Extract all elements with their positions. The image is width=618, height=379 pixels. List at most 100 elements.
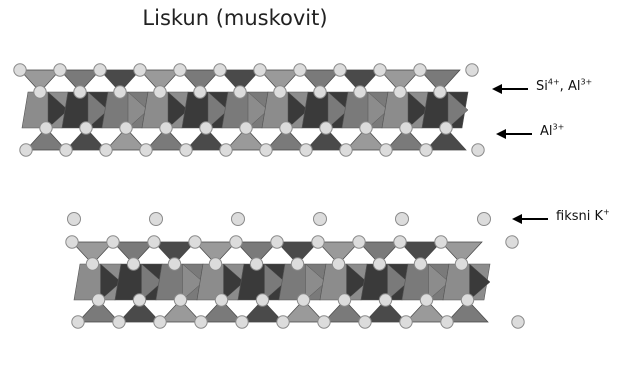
tetrahedron-lower [282,299,325,323]
tetrahedron-lower [323,299,366,323]
oxygen-atom [126,257,141,271]
tetrahedron-upper [179,69,221,93]
oxygen-atom [276,315,290,329]
potassium-ion [67,212,81,226]
tetrahedron-lower [265,127,307,151]
tetrahedron-lower [241,299,284,323]
oxygen-atom [213,63,227,77]
oxygen-atom [259,143,273,157]
oxygen-atom [85,257,100,271]
tetrahedron-upper [358,241,401,265]
oxygen-atom [167,257,182,271]
tetrahedron-lower [105,127,147,151]
arrow-left-icon [496,129,532,139]
oxygen-atom [317,315,331,329]
tetrahedron-lower [77,299,120,323]
tetrahedron-lower [405,299,448,323]
octahedral-sheet-facet [47,91,69,129]
tetrahedron-lower [305,127,347,151]
oxygen-atom [179,143,193,157]
oxygen-atom [132,293,147,307]
octahedral-sheet-facet [182,263,204,301]
arrow-left-icon [492,84,528,94]
oxygen-atom [393,235,407,249]
oxygen-atom [296,293,311,307]
tetrahedron-lower [25,127,67,151]
oxygen-atom [113,85,127,99]
oxygen-atom [413,63,427,77]
tetrahedron-upper [59,69,101,93]
oxygen-atom [239,121,253,135]
tetrahedron-upper [71,241,114,265]
oxygen-atom [159,121,173,135]
octahedral-sheet-facet [264,263,286,301]
label-separator: , [559,79,568,94]
al-symbol: Al [567,79,581,94]
octahedral-sheet-facet [327,91,349,129]
oxygen-atom [106,235,120,249]
oxygen-atom [249,257,264,271]
tetrahedron-upper [153,241,196,265]
oxygen-atom [33,85,47,99]
tetrahedron-lower [364,299,407,323]
oxygen-atom [399,121,413,135]
si-charge: 4+ [547,77,560,87]
oxygen-atom [465,63,479,77]
tetrahedron-lower [425,127,467,151]
oxygen-atom [112,315,126,329]
si-symbol: Si [536,79,548,94]
tetrahedron-lower [385,127,427,151]
octahedral-sheet-facet [127,91,149,129]
oxygen-atom [372,257,387,271]
oxygen-atom [333,63,347,77]
oxygen-atom [79,121,93,135]
octahedral-sheet-facet [346,263,368,301]
octa-al-charge: 3+ [552,122,565,132]
octahedral-sheet-facet [141,263,163,301]
oxygen-atom [434,235,448,249]
octahedral-sheet-facet [428,263,450,301]
oxygen-atom [511,315,525,329]
oxygen-atom [173,63,187,77]
tetrahedron-lower [65,127,107,151]
oxygen-atom [440,315,454,329]
oxygen-atom [188,235,202,249]
octahedral-sheet-facet [167,91,189,129]
oxygen-atom [208,257,223,271]
tetrahedron-upper [317,241,360,265]
octahedral-cation-label: Al3+ [540,122,565,139]
oxygen-atom [139,143,153,157]
oxygen-atom [337,293,352,307]
octahedral-sheet-facet [100,263,122,301]
oxygen-atom [253,63,267,77]
octahedral-sheet-facet [87,91,109,129]
oxygen-atom [194,315,208,329]
tetrahedral-cation-label: Si4+, Al3+ [536,77,592,94]
octahedral-sheet-facet [469,263,491,301]
tetrahedron-lower [118,299,161,323]
oxygen-atom [199,121,213,135]
oxygen-atom [91,293,106,307]
oxygen-atom [353,85,367,99]
octahedral-sheet-facet [447,91,469,129]
potassium-ion [477,212,491,226]
oxygen-atom [13,63,27,77]
tetrahedron-lower [200,299,243,323]
oxygen-atom [153,85,167,99]
tetrahedron-upper [339,69,381,93]
oxygen-atom [419,293,434,307]
oxygen-atom [233,85,247,99]
octahedral-sheet-facet [287,91,309,129]
oxygen-atom [93,63,107,77]
oxygen-atom [379,143,393,157]
oxygen-atom [378,293,393,307]
oxygen-atom [99,143,113,157]
octahedral-sheet-facet [387,263,409,301]
oxygen-atom [393,85,407,99]
oxygen-atom [460,293,475,307]
tetrahedron-upper [276,241,319,265]
oxygen-atom [505,235,519,249]
tetrahedron-upper [112,241,155,265]
oxygen-atom [279,121,293,135]
oxygen-atom [413,257,428,271]
